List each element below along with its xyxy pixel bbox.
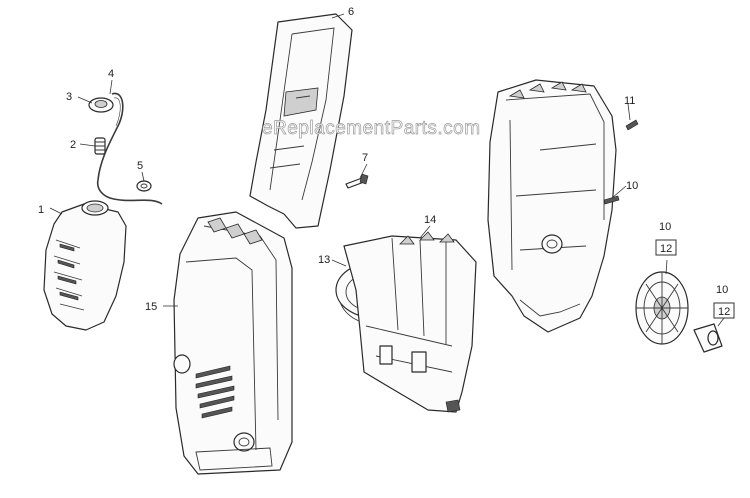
callout-14: 14 bbox=[424, 214, 436, 226]
part-11-screw bbox=[625, 119, 639, 131]
callout-10-axle: 10 bbox=[716, 284, 728, 296]
part-7-screw bbox=[345, 173, 369, 189]
part-6-handle bbox=[249, 13, 353, 229]
part-2-fitting bbox=[94, 137, 106, 155]
part-3-cap bbox=[88, 97, 114, 113]
part-14-inner-frame bbox=[343, 231, 477, 413]
callout-12-axle: 12 bbox=[718, 306, 730, 318]
callout-2: 2 bbox=[70, 139, 76, 151]
callout-13: 13 bbox=[318, 254, 330, 266]
part-4-hose bbox=[96, 92, 163, 205]
watermark: eReplacementParts.com bbox=[262, 118, 481, 139]
callout-12-wheel-box: 12 bbox=[655, 239, 677, 256]
leader-lines bbox=[49, 13, 725, 327]
callout-6: 6 bbox=[348, 6, 354, 18]
callout-11: 11 bbox=[624, 95, 635, 107]
callout-1: 1 bbox=[38, 204, 44, 216]
callout-10-rear: 10 bbox=[626, 180, 638, 192]
callout-15: 15 bbox=[145, 301, 157, 313]
callout-4: 4 bbox=[108, 68, 114, 80]
part-15-front-housing bbox=[173, 211, 293, 475]
part-1-detergent-tank bbox=[43, 200, 127, 331]
callout-7: 7 bbox=[362, 152, 368, 164]
part-rear-housing bbox=[487, 79, 617, 333]
callout-3: 3 bbox=[66, 91, 72, 103]
callout-10-wheel: 10 bbox=[659, 221, 671, 233]
part-wheel bbox=[635, 271, 723, 353]
callout-5: 5 bbox=[137, 160, 143, 172]
callout-12-wheel: 12 bbox=[660, 243, 672, 255]
part-5-ring bbox=[136, 180, 152, 192]
callout-12-axle-box: 12 bbox=[713, 302, 735, 319]
